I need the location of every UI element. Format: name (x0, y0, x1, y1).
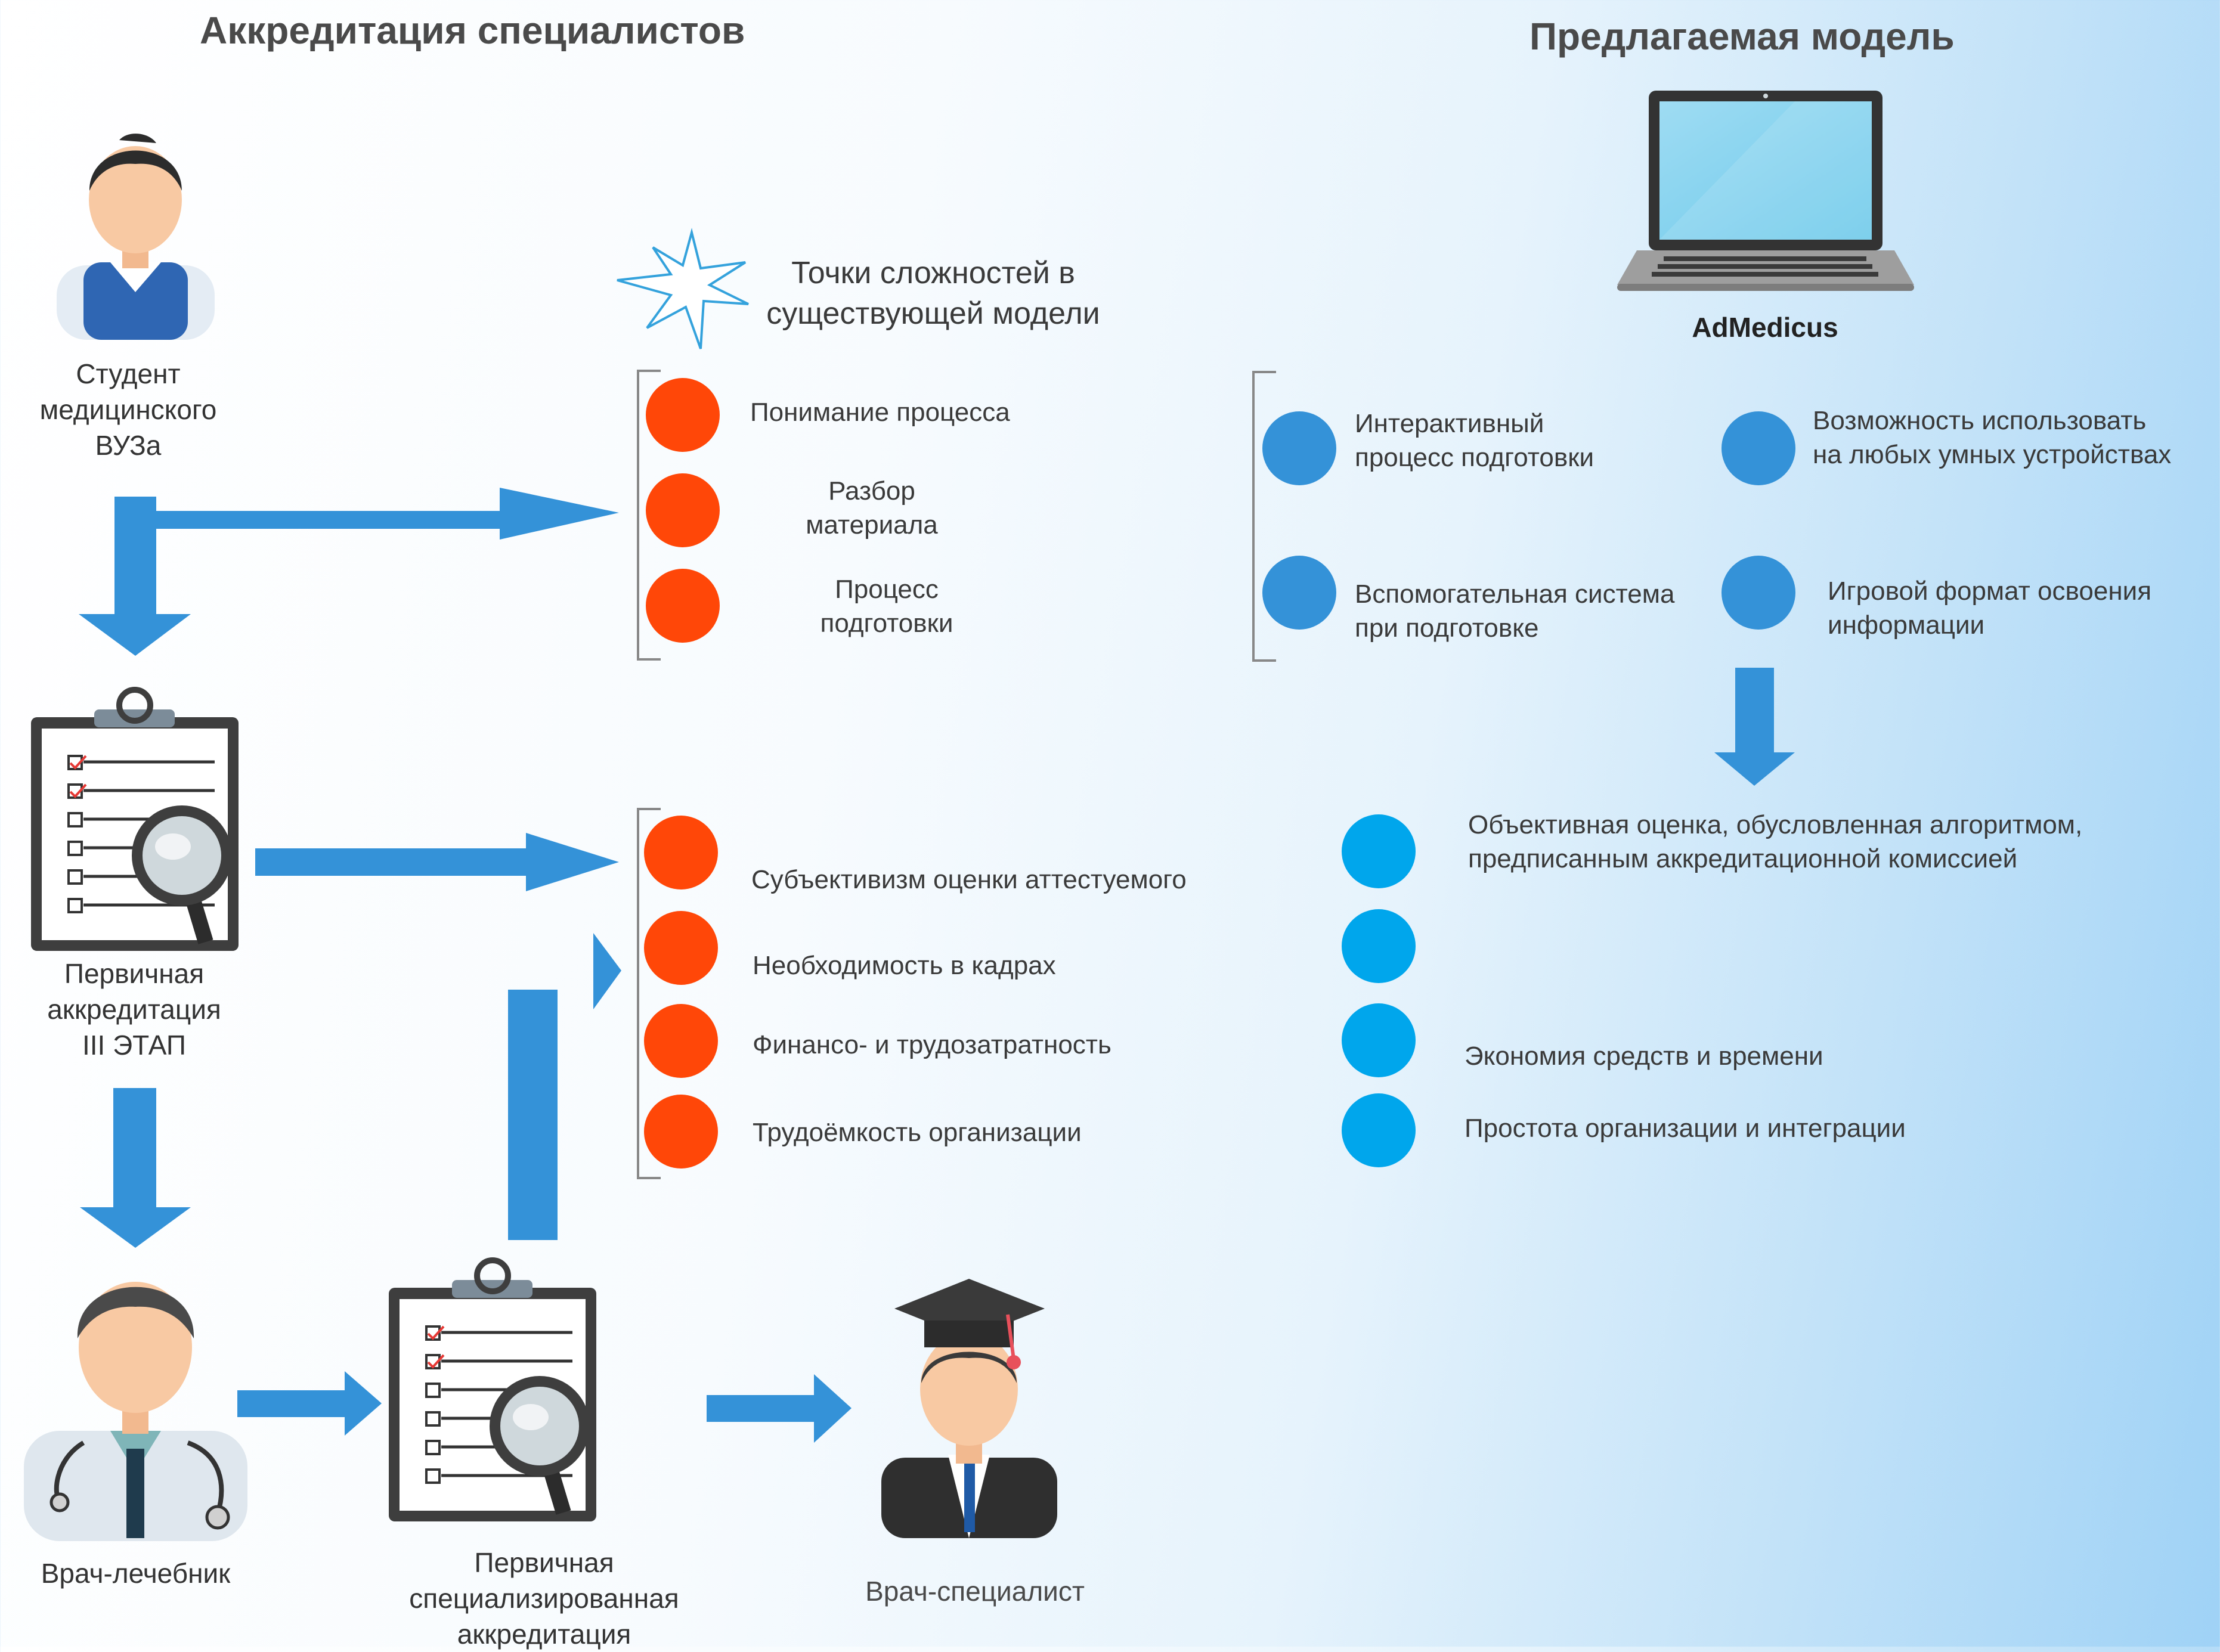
doctor-icon (24, 1282, 247, 1541)
benefit-item: Простота организации и интеграции (1464, 1114, 1906, 1143)
student-icon (57, 134, 215, 340)
feature-dot (1721, 411, 1795, 485)
clipboard-checklist-icon (31, 687, 239, 951)
feature-item: Интерактивный процесс подготовки (1355, 409, 1594, 473)
burst-icon (617, 228, 749, 349)
difficulty-dot (644, 911, 718, 985)
feature-item: Вспомогательная система при подготовке (1355, 579, 1675, 643)
primary-specialized-label: Первичная специализированная аккредитаци… (409, 1547, 679, 1650)
feature-dot (1262, 411, 1336, 485)
difficulty-item: Процесс подготовки (820, 575, 953, 639)
arrow-features-to-benefits (1714, 668, 1795, 786)
difficulty-item: Трудоёмкость организации (753, 1118, 1082, 1147)
benefit-dot (1342, 909, 1416, 983)
model-features-bracket (1252, 371, 1276, 662)
benefit-item: Экономия средств и времени (1464, 1042, 1823, 1071)
difficulty-item: Необходимость в кадрах (753, 951, 1056, 980)
primary-accreditation-label: Первичная аккредитация III ЭТАП (47, 958, 221, 1061)
difficulty-item: Понимание процесса (750, 398, 1010, 427)
doctor-specialist-label: Врач-специалист (865, 1576, 1085, 1607)
arrow-accreditation-to-difficulties (255, 833, 619, 891)
arrow-specialized-to-difficulties (508, 933, 621, 1240)
difficulty-item: Субъективизм оценки аттестуемого (751, 865, 1187, 894)
difficulty-dot (644, 1004, 718, 1078)
feature-dot (1721, 556, 1795, 630)
difficulty-dot (644, 816, 718, 889)
difficulty-item: Финансо- и трудозатратность (753, 1030, 1111, 1059)
difficulty-dot (646, 569, 720, 643)
graduate-icon (881, 1279, 1057, 1538)
student-label: Студент медицинского ВУЗа (39, 358, 217, 461)
right-heading: Предлагаемая модель (1529, 15, 1955, 58)
doctor-general-label: Врач-лечебник (41, 1558, 231, 1589)
arrow-specialized-to-specialist (707, 1374, 852, 1443)
difficulty-dot (646, 473, 720, 547)
clipboard-checklist-icon (389, 1257, 596, 1521)
difficulties-group2-bracket (637, 808, 661, 1179)
arrow-doctor-to-specialized (237, 1371, 382, 1436)
difficulty-dot (644, 1095, 718, 1169)
feature-dot (1262, 556, 1336, 630)
laptop-icon (1617, 91, 1914, 291)
feature-item: Возможность использовать на любых умных … (1813, 406, 2172, 470)
difficulties-group1-bracket (637, 370, 661, 661)
difficulties-title: Точки сложностей в существующей модели (766, 256, 1100, 331)
left-heading: Аккредитация специалистов (200, 9, 745, 52)
benefit-item: Объективная оценка, обусловленная алгори… (1468, 810, 2083, 874)
arrow-accreditation-to-doctor (80, 1088, 191, 1248)
benefit-dot (1342, 1003, 1416, 1077)
benefit-dot (1342, 814, 1416, 888)
laptop-brand-label: AdMedicus (1692, 312, 1838, 343)
arrow-student-to-difficulties (79, 488, 619, 656)
benefit-dot (1342, 1093, 1416, 1167)
feature-item: Игровой формат освоения информации (1828, 577, 2152, 640)
difficulty-item: Разбор материала (806, 476, 938, 540)
difficulty-dot (646, 378, 720, 452)
